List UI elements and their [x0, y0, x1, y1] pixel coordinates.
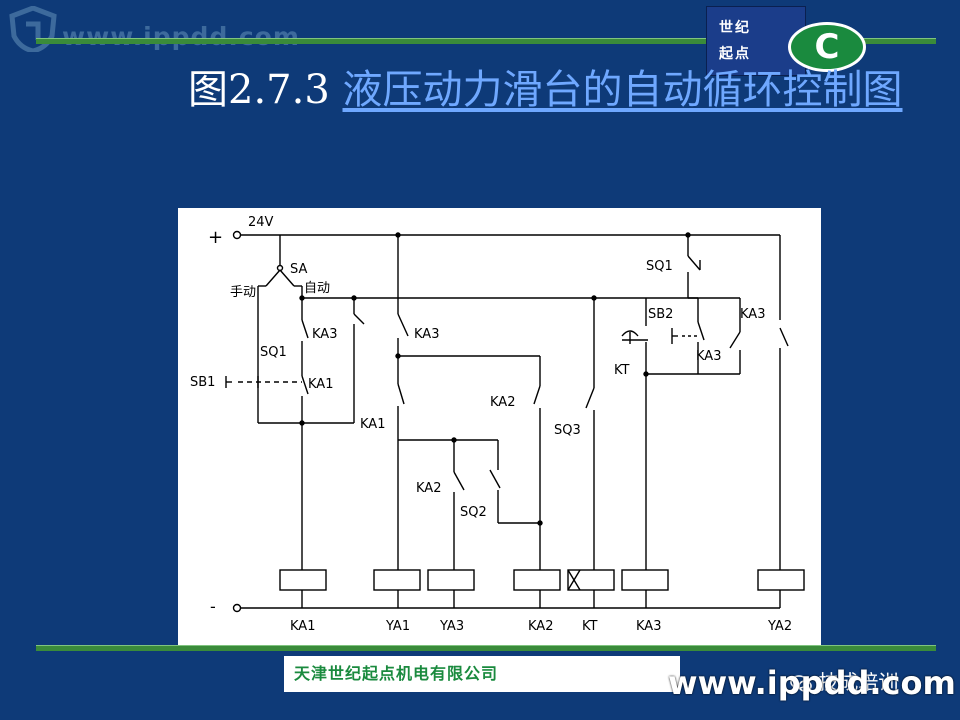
watermark-top: www.ippdd.com: [62, 22, 300, 51]
wechat-credit: 技成培训: [790, 666, 898, 695]
watermark-bottom: www.ippdd.com: [668, 664, 956, 702]
sb1-label: SB1: [190, 375, 215, 390]
coil-ka2-label: KA2: [528, 619, 553, 634]
shield-logo-icon: [8, 5, 58, 56]
circuit-diagram: + 24V - SA 手动 自动 SQ1 KA3 SB1 KA1 KA1 KA3…: [178, 208, 821, 648]
top-rule: [36, 38, 936, 44]
ka3-c-label: KA3: [696, 349, 721, 364]
coil-ya3-label: YA3: [439, 619, 464, 634]
sq3-label: SQ3: [554, 423, 581, 438]
auto-label: 自动: [304, 281, 330, 296]
coil-kt-label: KT: [582, 619, 598, 634]
ka3-d-label: KA3: [740, 307, 765, 322]
plus-terminal-label: +: [208, 227, 223, 248]
ka3-b-label: KA3: [414, 327, 439, 342]
sq1-left-label: SQ1: [260, 345, 287, 360]
title-link[interactable]: 液压动力滑台的自动循环控制图: [342, 67, 903, 113]
coil-ka1-label: KA1: [290, 619, 315, 634]
ka2-mid-label: KA2: [490, 395, 515, 410]
ka2-low-label: KA2: [416, 481, 441, 496]
sa-label: SA: [290, 262, 307, 277]
bottom-rule: [36, 645, 936, 651]
slide-title: 图2.7.3 液压动力滑台的自动循环控制图: [188, 62, 908, 118]
manual-label: 手动: [230, 285, 256, 300]
minus-terminal-label: -: [210, 597, 216, 616]
badge-line1: 世纪: [719, 20, 751, 36]
brand-c-logo: C: [788, 22, 866, 72]
sq1-right-label: SQ1: [646, 259, 673, 274]
kt-contact-label: KT: [614, 363, 630, 378]
sq2-label: SQ2: [460, 505, 487, 520]
company-name: 天津世纪起点机电有限公司: [284, 656, 680, 692]
ka1-mid-label: KA1: [360, 417, 385, 432]
ka1-hold-label: KA1: [308, 377, 333, 392]
title-prefix: 图2.7.3: [188, 67, 343, 113]
ka3-a-label: KA3: [312, 327, 337, 342]
coil-ya1-label: YA1: [385, 619, 410, 634]
badge-line2: 起点: [719, 46, 751, 62]
wechat-icon: [790, 674, 812, 694]
sb2-label: SB2: [648, 307, 673, 322]
coil-ka3-label: KA3: [636, 619, 661, 634]
wechat-label: 技成培训: [818, 670, 899, 694]
voltage-label: 24V: [248, 215, 274, 230]
coil-ya2-label: YA2: [767, 619, 792, 634]
